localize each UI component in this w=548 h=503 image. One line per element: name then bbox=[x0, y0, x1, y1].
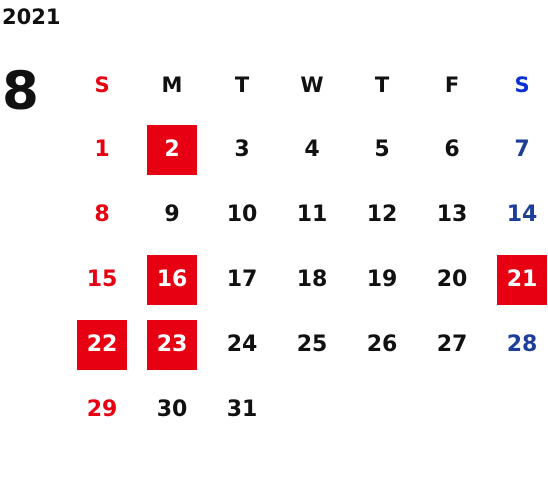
day-number: 26 bbox=[366, 332, 398, 357]
day-cell: 9 bbox=[137, 182, 207, 247]
calendar-year: 2021 bbox=[2, 5, 61, 29]
day-number: 12 bbox=[366, 202, 398, 227]
day-number: 9 bbox=[164, 202, 180, 227]
weekday-header-wed: W bbox=[300, 72, 324, 97]
day-cell: 20 bbox=[417, 247, 487, 312]
day-number: 29 bbox=[86, 397, 118, 422]
day-cell: 6 bbox=[417, 117, 487, 182]
day-cell: 13 bbox=[417, 182, 487, 247]
day-cell: 12 bbox=[347, 182, 417, 247]
day-cell: 24 bbox=[207, 312, 277, 377]
day-cell: 31 bbox=[207, 377, 277, 442]
day-cell: 11 bbox=[277, 182, 347, 247]
day-cell: 28 bbox=[487, 312, 548, 377]
day-cell-holiday: 21 bbox=[487, 247, 548, 312]
day-number: 18 bbox=[296, 267, 328, 292]
day-number: 6 bbox=[444, 137, 460, 162]
weekday-header-thu: T bbox=[374, 72, 390, 97]
day-cell-holiday: 23 bbox=[137, 312, 207, 377]
day-cell: 3 bbox=[207, 117, 277, 182]
day-number: 11 bbox=[296, 202, 328, 227]
empty-cell bbox=[347, 377, 417, 442]
day-cell: 14 bbox=[487, 182, 548, 247]
day-cell: 10 bbox=[207, 182, 277, 247]
day-number: 15 bbox=[86, 267, 118, 292]
day-cell: 30 bbox=[137, 377, 207, 442]
day-number: 4 bbox=[304, 137, 320, 162]
day-cell: 7 bbox=[487, 117, 548, 182]
day-number: 17 bbox=[226, 267, 258, 292]
calendar-grid: S M T W T F S 1 2 3 4 5 6 7 8 9 10 11 12… bbox=[67, 52, 548, 442]
weekday-header-sun: S bbox=[94, 72, 110, 97]
day-number: 1 bbox=[94, 137, 110, 162]
day-number: 16 bbox=[147, 254, 197, 305]
day-cell: 29 bbox=[67, 377, 137, 442]
day-cell: 4 bbox=[277, 117, 347, 182]
day-cell: 25 bbox=[277, 312, 347, 377]
empty-cell bbox=[277, 377, 347, 442]
day-number: 30 bbox=[156, 397, 188, 422]
day-number: 31 bbox=[226, 397, 258, 422]
day-number: 28 bbox=[506, 332, 538, 357]
day-cell: 1 bbox=[67, 117, 137, 182]
weekday-header-fri: F bbox=[444, 72, 460, 97]
day-cell: 15 bbox=[67, 247, 137, 312]
day-cell: 18 bbox=[277, 247, 347, 312]
day-cell: 17 bbox=[207, 247, 277, 312]
day-number: 13 bbox=[436, 202, 468, 227]
day-cell: 5 bbox=[347, 117, 417, 182]
day-cell: 8 bbox=[67, 182, 137, 247]
weekday-header-mon: M bbox=[161, 72, 183, 97]
day-number: 22 bbox=[77, 319, 127, 370]
day-number: 10 bbox=[226, 202, 258, 227]
day-number: 23 bbox=[147, 319, 197, 370]
day-cell-holiday: 2 bbox=[137, 117, 207, 182]
day-number: 3 bbox=[234, 137, 250, 162]
day-number: 5 bbox=[374, 137, 390, 162]
calendar-month: 8 bbox=[2, 61, 39, 122]
day-number: 25 bbox=[296, 332, 328, 357]
empty-cell bbox=[487, 377, 548, 442]
day-cell-holiday: 16 bbox=[137, 247, 207, 312]
empty-cell bbox=[417, 377, 487, 442]
day-number: 20 bbox=[436, 267, 468, 292]
day-number: 21 bbox=[497, 254, 547, 305]
day-number: 2 bbox=[147, 124, 197, 175]
day-cell-holiday: 22 bbox=[67, 312, 137, 377]
day-number: 24 bbox=[226, 332, 258, 357]
day-number: 7 bbox=[514, 137, 530, 162]
day-number: 14 bbox=[506, 202, 538, 227]
day-cell: 19 bbox=[347, 247, 417, 312]
day-number: 19 bbox=[366, 267, 398, 292]
weekday-header-tue: T bbox=[234, 72, 250, 97]
day-number: 8 bbox=[94, 202, 110, 227]
weekday-header-sat: S bbox=[514, 72, 530, 97]
day-number: 27 bbox=[436, 332, 468, 357]
day-cell: 27 bbox=[417, 312, 487, 377]
day-cell: 26 bbox=[347, 312, 417, 377]
